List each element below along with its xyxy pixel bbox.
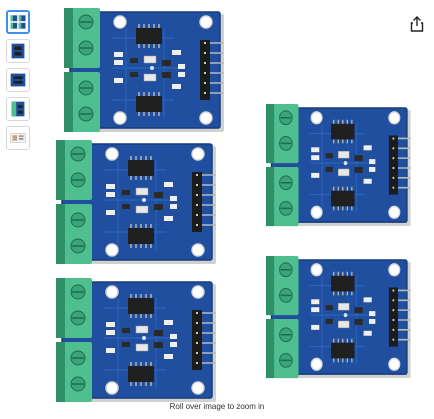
driver-board-drawing xyxy=(55,277,217,403)
thumbnail-4[interactable] xyxy=(6,97,30,121)
driver-board xyxy=(63,7,230,136)
zoom-hint: Roll over image to zoom in xyxy=(169,402,265,411)
driver-board-drawing xyxy=(265,255,412,380)
thumbnail-5[interactable] xyxy=(6,126,30,150)
driver-board-drawing xyxy=(265,103,412,228)
driver-board xyxy=(55,277,222,406)
driver-board xyxy=(265,103,416,230)
share-icon[interactable] xyxy=(410,16,424,32)
thumbnail-2[interactable] xyxy=(6,39,30,63)
driver-board xyxy=(55,139,222,268)
main-product-image[interactable] xyxy=(44,0,420,404)
thumbnail-1[interactable] xyxy=(6,10,30,34)
driver-board-drawing xyxy=(63,7,225,133)
driver-board-drawing xyxy=(55,139,217,265)
thumbnail-3[interactable] xyxy=(6,68,30,92)
driver-board xyxy=(265,255,416,382)
